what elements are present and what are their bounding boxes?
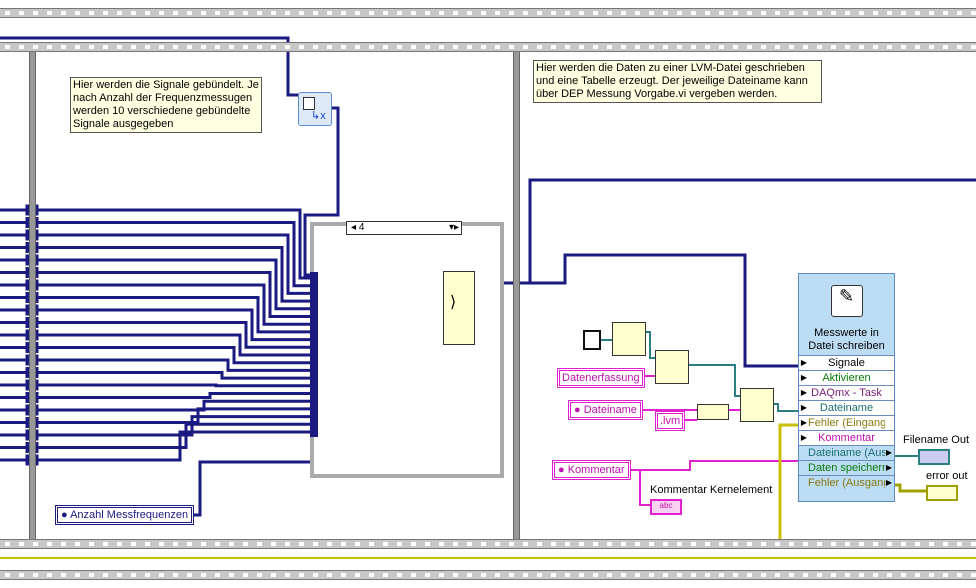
comment-write-file: Hier werden die Daten zu einer LVM-Datei… xyxy=(533,60,822,103)
kommentar-kernelement-indicator[interactable]: abc xyxy=(650,499,682,515)
anzahl-label: Anzahl Messfrequenzen xyxy=(70,509,189,521)
output-arrow-icon: ▶ xyxy=(885,478,893,487)
signal-wire xyxy=(0,283,312,326)
signal-wire xyxy=(0,233,312,295)
signal-wire xyxy=(0,422,312,449)
terminal-label: Dateiname xyxy=(819,402,874,414)
signal-wire xyxy=(0,399,312,412)
bundle-node[interactable]: ⟩ xyxy=(443,271,475,345)
kommentar-label: Kommentar xyxy=(567,464,625,476)
signal-wire xyxy=(0,296,312,334)
filename-out-indicator[interactable] xyxy=(918,449,950,465)
input-arrow-icon: ▶ xyxy=(800,433,808,442)
terminal-label: Dateiname (Ausga xyxy=(808,447,885,459)
subvi-output-terminal[interactable]: Dateiname (Ausga▶ xyxy=(799,445,894,460)
signal-wire xyxy=(0,383,312,388)
subvi-input-terminal[interactable]: ▶DAQmx - Task xyxy=(799,385,894,400)
signal-wire xyxy=(0,333,312,357)
frame-divider-left xyxy=(29,52,36,539)
error-out-indicator[interactable] xyxy=(926,485,958,501)
filename-out-label: Filename Out xyxy=(903,434,970,446)
output-arrow-icon: ▶ xyxy=(885,448,893,457)
outer-frame-bottom xyxy=(0,570,976,580)
case-structure xyxy=(310,222,504,478)
error-out-label: error out xyxy=(926,470,968,482)
dateiname-control[interactable]: ● Dateiname xyxy=(568,400,643,420)
subvi-input-terminal[interactable]: ▶ Dateiname xyxy=(799,400,894,415)
terminal-label: Fehler (Eingang, k xyxy=(808,417,885,429)
output-arrow-icon: ▶ xyxy=(885,463,893,472)
terminal-label: DAQmx - Task xyxy=(811,387,882,399)
bundle-by-name-2[interactable] xyxy=(655,350,689,384)
signal-wire xyxy=(0,246,312,303)
bundle-by-name-3[interactable] xyxy=(740,388,774,422)
sequence-frame-top xyxy=(0,42,976,52)
outer-frame-top xyxy=(0,8,976,18)
datenerfassung-constant[interactable]: Datenerfassung xyxy=(557,368,645,388)
input-arrow-icon: ▶ xyxy=(800,403,808,412)
subvi-output-terminal[interactable]: Fehler (Ausgang)▶ xyxy=(799,475,894,490)
terminal-label: Signale xyxy=(828,357,865,369)
signal-wire xyxy=(0,221,312,288)
subvi-messwerte-in-datei-schreiben[interactable]: ✎ Messwerte in Datei schreiben ▶Signale▶… xyxy=(798,273,895,502)
tunnel-array xyxy=(310,272,318,437)
terminal-label: Daten speichern xyxy=(808,462,885,474)
terminal-label: Fehler (Ausgang) xyxy=(808,477,885,489)
input-arrow-icon: ▶ xyxy=(800,388,808,397)
daqmx-task-constant[interactable] xyxy=(583,330,601,350)
build-path-node[interactable] xyxy=(697,404,729,420)
sequence-frame-bottom xyxy=(0,539,976,549)
input-arrow-icon: ▶ xyxy=(800,373,808,382)
signal-wire xyxy=(0,358,312,372)
subvi-output-terminal[interactable]: Daten speichern▶ xyxy=(799,460,894,475)
case-selector-value: 4 xyxy=(358,222,365,233)
terminal-label: Kommentar xyxy=(818,432,875,444)
terminal-label: Aktivieren xyxy=(822,372,871,384)
kommentar-control[interactable]: ● Kommentar xyxy=(552,460,631,480)
signal-wire xyxy=(0,208,312,280)
signal-wire xyxy=(0,392,312,399)
subvi-input-terminal[interactable]: ▶ Signale xyxy=(799,355,894,370)
subvi-input-terminal[interactable]: ▶ Aktivieren xyxy=(799,370,894,385)
case-selector[interactable]: ◂ 4▾▸ xyxy=(346,221,462,235)
input-arrow-icon: ▶ xyxy=(800,418,808,427)
input-arrow-icon: ▶ xyxy=(800,358,808,367)
signal-wire xyxy=(0,271,312,318)
signal-wire xyxy=(0,258,312,311)
anzahl-messfrequenzen-control[interactable]: ● Anzahl Messfrequenzen xyxy=(55,505,195,525)
signal-wire xyxy=(0,346,312,365)
subvi-input-terminal[interactable]: ▶Fehler (Eingang, k xyxy=(799,415,894,430)
write-file-icon: ✎ xyxy=(830,285,863,317)
subvi-input-terminal[interactable]: ▶ Kommentar xyxy=(799,430,894,445)
signal-wire xyxy=(0,321,312,349)
subvi-title: Messwerte in Datei schreiben xyxy=(808,327,885,352)
signal-wire xyxy=(0,371,312,380)
signal-wire xyxy=(0,308,312,342)
dateiname-label: Dateiname xyxy=(583,404,637,416)
frame-divider-right xyxy=(513,52,520,539)
kommentar-kernelement-label: Kommentar Kernelement xyxy=(650,484,773,496)
variant-to-data-icon[interactable]: ↳x xyxy=(298,92,332,126)
comment-bundle: Hier werden die Signale gebündelt. Je na… xyxy=(70,77,262,133)
signal-wire xyxy=(0,430,312,462)
lvm-constant[interactable]: .lvm xyxy=(655,411,686,431)
bundle-by-name-1[interactable] xyxy=(612,322,646,356)
